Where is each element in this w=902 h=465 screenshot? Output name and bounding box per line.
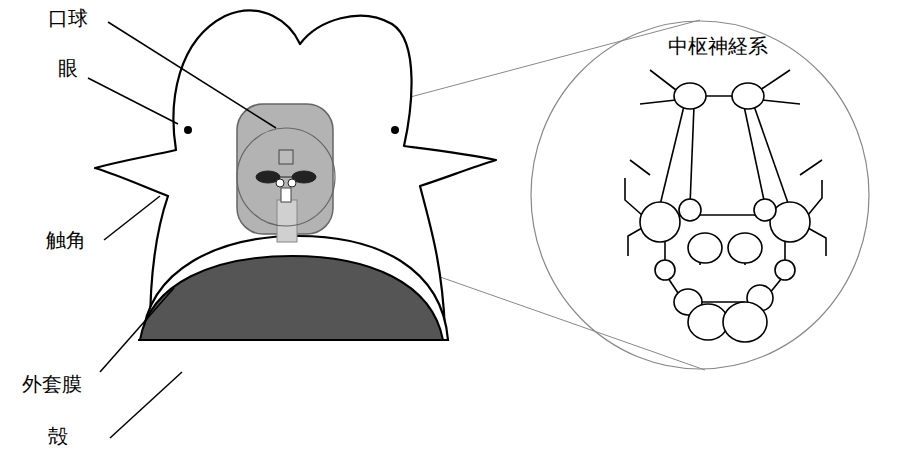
cns-drawing (625, 70, 826, 342)
cut-line (138, 339, 446, 341)
eye-dot (391, 126, 399, 134)
node-title: 中枢神経系 (530, 34, 870, 58)
part-label: 外套膜 (22, 372, 82, 396)
zoom-circle (237, 128, 335, 226)
magnified-circle: 中枢神経系 (530, 20, 870, 370)
part-label: 眼 (58, 56, 78, 80)
shell (140, 256, 443, 340)
circle-outline (530, 20, 870, 370)
circle-outline (531, 21, 869, 369)
esophagus (277, 200, 297, 242)
part-label: 口球 (48, 6, 88, 30)
part-label: 触角 (46, 228, 86, 252)
small-ganglia (256, 150, 316, 202)
part-label: 殻 (48, 424, 68, 448)
eye-dot (184, 126, 192, 134)
leader-lines (88, 22, 276, 438)
